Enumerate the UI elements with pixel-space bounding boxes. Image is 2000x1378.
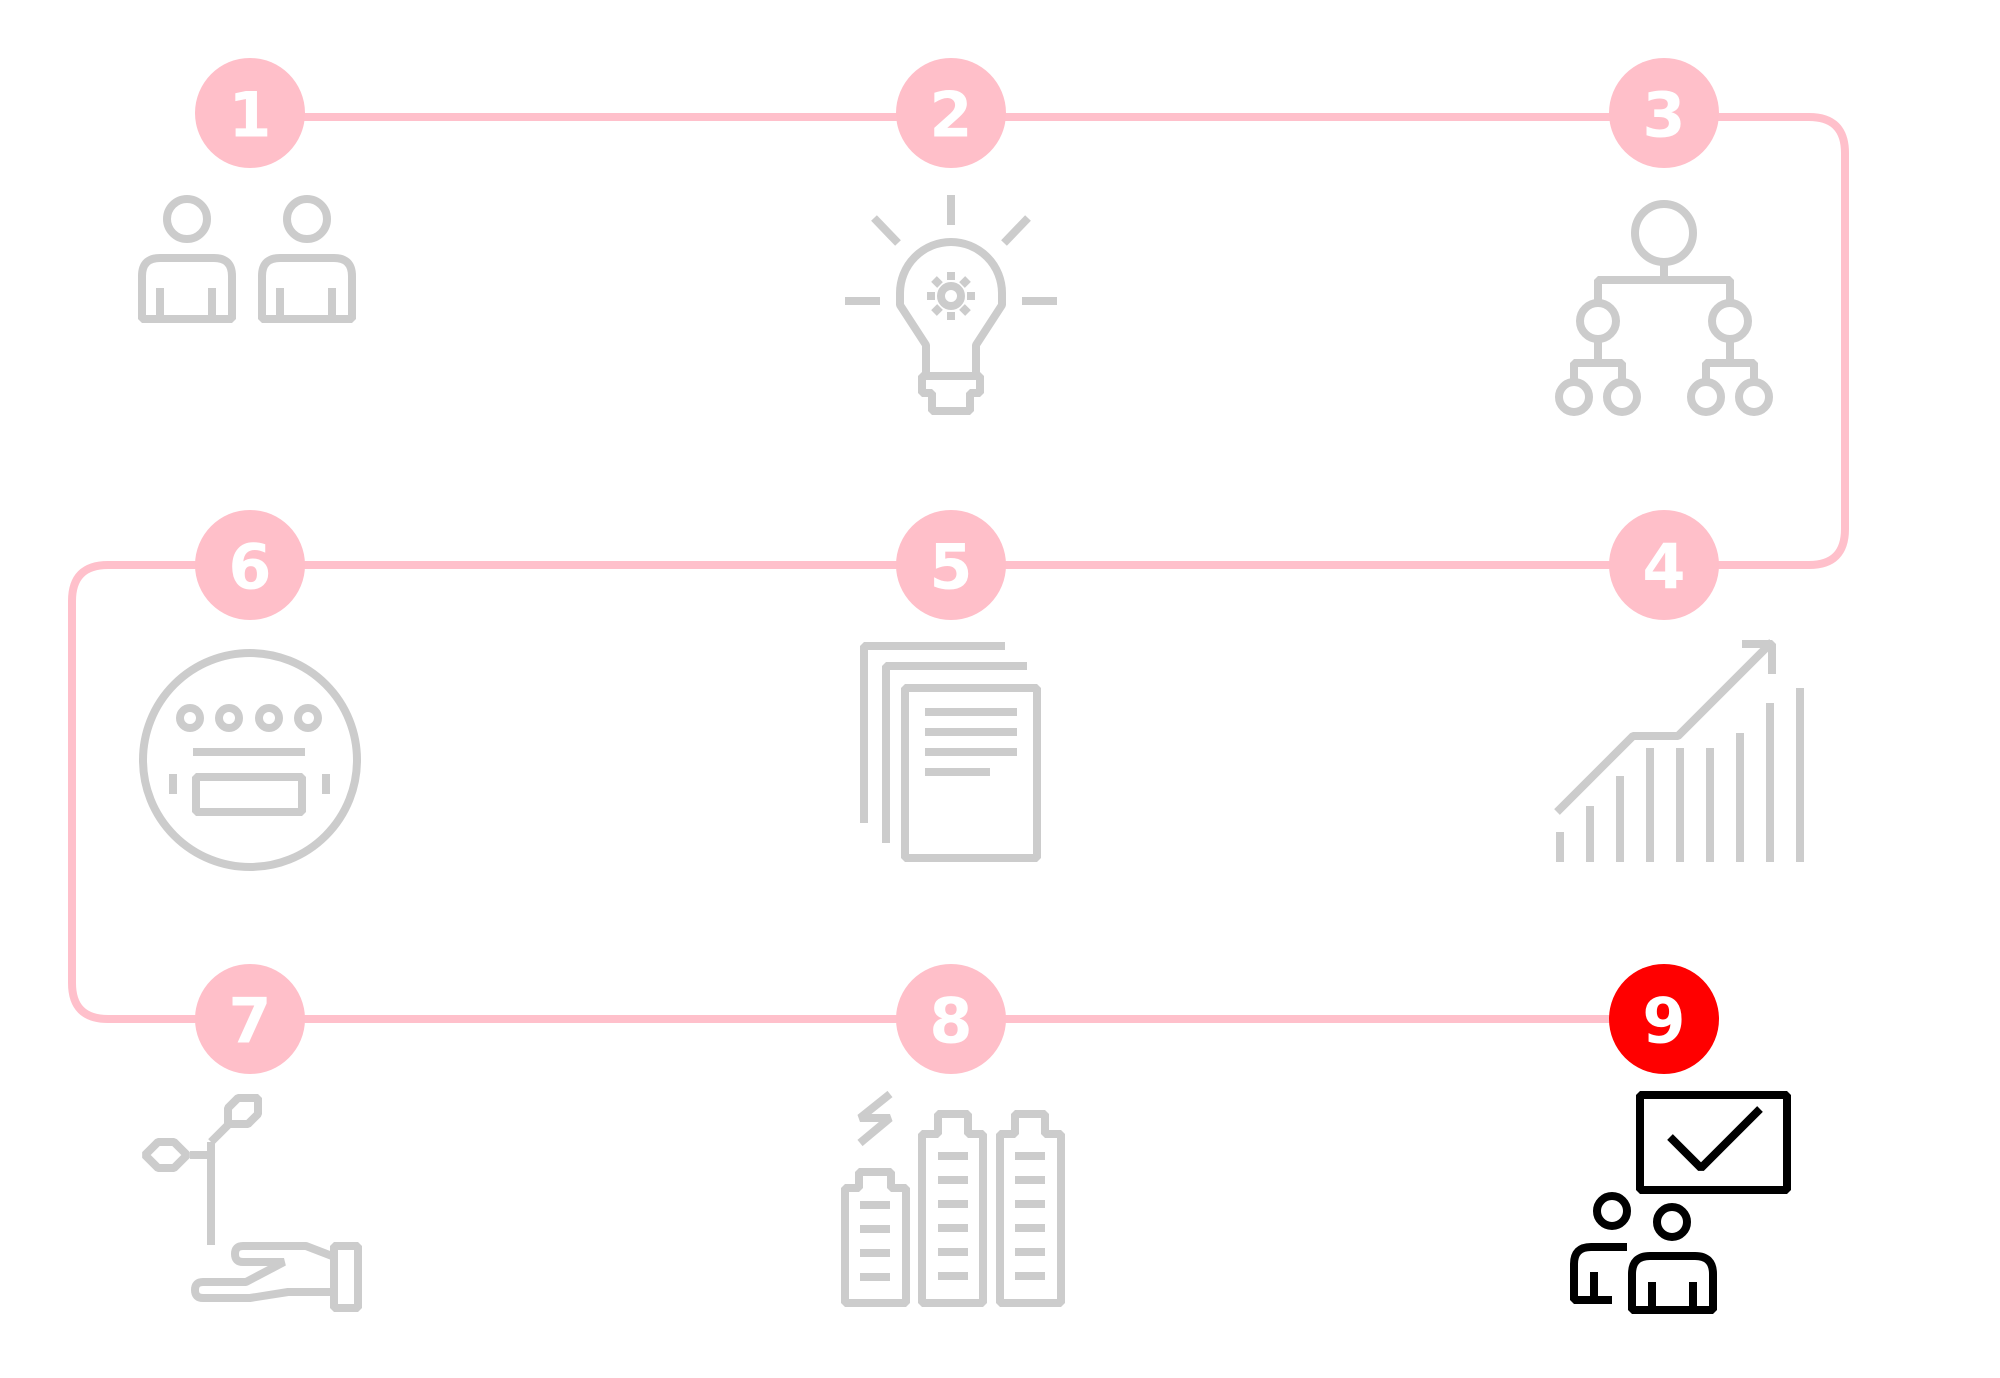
meter-icon [139, 649, 361, 871]
step-8: 8 [841, 964, 1065, 1307]
step-4: 4 [1554, 510, 1804, 862]
hierarchy-icon [1555, 200, 1773, 416]
step-7: 7 [142, 964, 362, 1312]
step-6: 6 [139, 510, 361, 871]
step-1-number: 1 [228, 79, 271, 152]
batteries-charging-icon [841, 1090, 1065, 1307]
growth-chart-icon [1554, 639, 1804, 862]
step-5: 5 [860, 510, 1041, 862]
documents-icon [860, 642, 1041, 862]
step-7-badge [195, 964, 305, 1074]
step-1: 1 [138, 58, 356, 323]
step-6-number: 6 [228, 531, 271, 604]
lightbulb-gear-icon [845, 195, 1057, 415]
step-8-badge [896, 964, 1006, 1074]
step-3-number: 3 [1642, 79, 1685, 152]
step-7-number: 7 [228, 985, 271, 1058]
step-8-number: 8 [929, 985, 972, 1058]
step-2-badge [896, 58, 1006, 168]
step-3-badge [1609, 58, 1719, 168]
step-3: 3 [1555, 58, 1773, 416]
step-1-badge [195, 58, 305, 168]
step-9-number: 9 [1642, 985, 1685, 1058]
step-2-number: 2 [929, 79, 972, 152]
hand-plant-icon [142, 1094, 362, 1312]
step-4-number: 4 [1642, 531, 1685, 604]
two-people-icon [138, 195, 356, 323]
step-9-badge [1609, 964, 1719, 1074]
step-6-badge [195, 510, 305, 620]
presentation-approval-icon [1570, 1091, 1791, 1314]
step-2: 2 [845, 58, 1057, 415]
step-5-badge [896, 510, 1006, 620]
step-5-number: 5 [929, 531, 972, 604]
step-9: 9 [1570, 964, 1791, 1314]
step-4-badge [1609, 510, 1719, 620]
